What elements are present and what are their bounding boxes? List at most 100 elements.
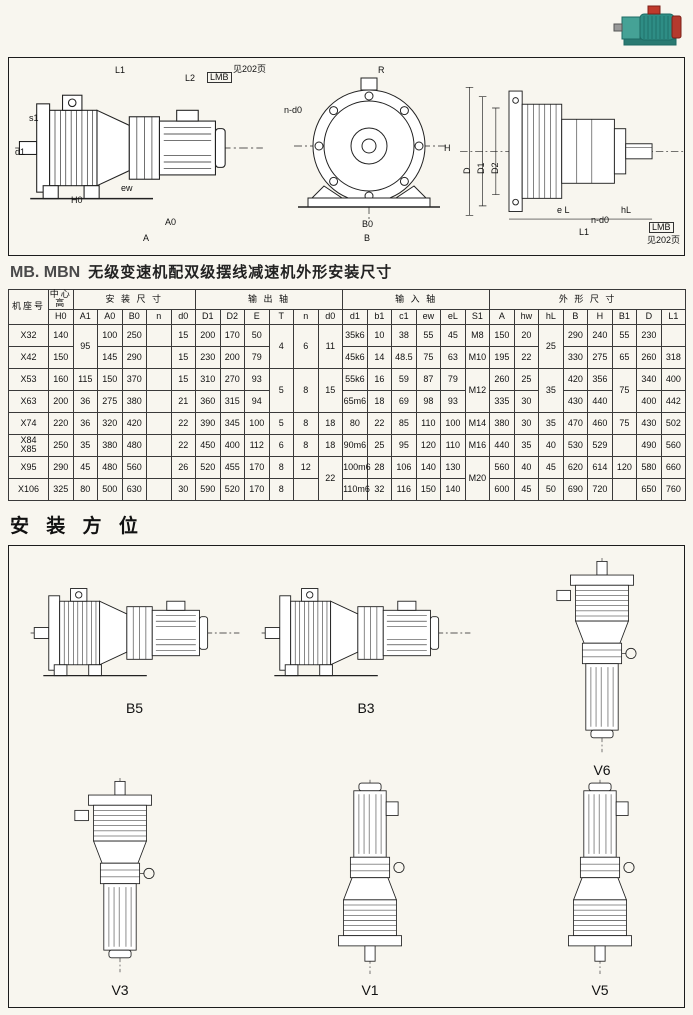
gear-unit-section-drawing xyxy=(459,86,687,220)
dim-label: 见202页 xyxy=(233,64,267,74)
v3-drawing xyxy=(74,777,155,973)
col-header: d0 xyxy=(317,308,344,325)
dim-value-cell: 65m6 xyxy=(342,389,368,413)
dim-value-cell: 40 xyxy=(538,433,564,457)
dim-value-cell: 95 xyxy=(72,323,98,369)
col-header: D2 xyxy=(219,308,245,325)
dim-value-cell: 200 xyxy=(195,323,221,347)
dim-label: e L xyxy=(557,205,570,215)
dim-label: D xyxy=(462,167,472,175)
dim-value-cell: 32 xyxy=(366,477,393,501)
dim-label: A xyxy=(143,233,150,243)
dim-value-cell xyxy=(611,477,638,501)
dim-value-cell: 480 xyxy=(121,433,147,457)
dim-label: d1 xyxy=(15,147,26,157)
dim-value-cell: 8 xyxy=(268,477,294,501)
mounting-position-label: V6 xyxy=(593,762,611,778)
dim-value-cell: 112 xyxy=(244,433,270,457)
dim-value-cell: 55 xyxy=(415,323,442,347)
dim-value-cell: 140 xyxy=(440,477,466,501)
dim-value-cell: 30 xyxy=(513,411,540,435)
dim-value-cell: 460 xyxy=(587,411,613,435)
frame-number-cell: X53 xyxy=(8,367,49,391)
mounting-position-label: V1 xyxy=(361,982,379,998)
col-header: A1 xyxy=(72,308,98,325)
dim-value-cell xyxy=(146,323,172,347)
dim-value-cell: 442 xyxy=(660,389,687,413)
dim-value-cell: 25 xyxy=(538,323,564,369)
dim-value-cell: 400 xyxy=(636,389,662,413)
dim-value-cell: 94 xyxy=(244,389,270,413)
dim-value-cell: 38 xyxy=(391,323,417,347)
dim-value-cell: 195 xyxy=(489,345,515,369)
dim-value-cell: 6 xyxy=(268,433,294,457)
dim-value-cell: 500 xyxy=(97,477,123,501)
dim-value-cell: 79 xyxy=(440,367,466,391)
dim-value-cell: M14 xyxy=(464,411,491,435)
mounting-position-v3: V3 xyxy=(57,777,183,998)
dim-value-cell: 590 xyxy=(195,477,221,501)
dim-value-cell: 440 xyxy=(587,389,613,413)
dim-value-cell: 260 xyxy=(489,367,515,391)
dim-value-cell xyxy=(146,389,172,413)
dim-value-cell: 275 xyxy=(97,389,123,413)
dim-value-cell: 290 xyxy=(121,345,147,369)
dim-value-cell: 15 xyxy=(170,345,196,369)
dim-value-cell: 75 xyxy=(611,367,638,413)
mounting-position-label: B3 xyxy=(357,700,375,716)
dim-value-cell: 45 xyxy=(72,455,98,479)
col-header: eL xyxy=(440,308,466,325)
dim-value-cell: 120 xyxy=(611,455,638,479)
dim-label: H0 xyxy=(71,195,83,205)
dim-value-cell: 140 xyxy=(48,323,74,347)
col-header: n xyxy=(293,308,319,325)
dim-label: LMB xyxy=(207,72,232,83)
v6-drawing xyxy=(556,557,637,753)
dim-value-cell: 36 xyxy=(72,389,98,413)
dim-value-cell: 560 xyxy=(489,455,515,479)
dim-label: B0 xyxy=(362,219,374,229)
dim-value-cell xyxy=(660,323,687,347)
dim-value-cell: 520 xyxy=(219,477,245,501)
mounting-position-label: V3 xyxy=(111,982,129,998)
mounting-position-label: V5 xyxy=(591,982,609,998)
dim-value-cell: 490 xyxy=(636,433,662,457)
b3-drawing xyxy=(260,587,472,677)
gearmotor-product-photo xyxy=(613,5,682,46)
dim-value-cell: 8 xyxy=(293,411,319,435)
col-header: d1 xyxy=(342,308,368,325)
dim-value-cell: 230 xyxy=(195,345,221,369)
title-model-code: MB. MBN xyxy=(10,264,81,281)
dim-value-cell: 530 xyxy=(562,433,589,457)
dim-value-cell: 75 xyxy=(611,411,638,435)
dim-value-cell xyxy=(146,411,172,435)
dim-value-cell: 116 xyxy=(391,477,417,501)
group-header: 输 入 轴 xyxy=(342,289,491,310)
dim-value-cell: 93 xyxy=(244,367,270,391)
dim-value-cell: 35 xyxy=(538,411,564,435)
dim-value-cell: 150 xyxy=(97,367,123,391)
dim-value-cell: 720 xyxy=(587,477,613,501)
mounting-position-b3: B3 xyxy=(260,574,472,716)
dim-value-cell: 150 xyxy=(415,477,442,501)
dim-value-cell: 63 xyxy=(440,345,466,369)
dim-value-cell: 100 xyxy=(440,411,466,435)
dim-value-cell: 4 xyxy=(268,323,294,369)
dim-value-cell: 45k6 xyxy=(342,345,368,369)
group-header: 中心高 xyxy=(48,289,74,310)
dim-value-cell xyxy=(146,455,172,479)
col-header: b1 xyxy=(366,308,393,325)
dim-value-cell: M8 xyxy=(464,323,491,347)
dim-value-cell: 390 xyxy=(195,411,221,435)
dim-value-cell: 345 xyxy=(219,411,245,435)
dim-value-cell: 110 xyxy=(415,411,442,435)
col-header: S1 xyxy=(464,308,491,325)
dim-value-cell: 560 xyxy=(121,455,147,479)
dim-value-cell: 430 xyxy=(636,411,662,435)
